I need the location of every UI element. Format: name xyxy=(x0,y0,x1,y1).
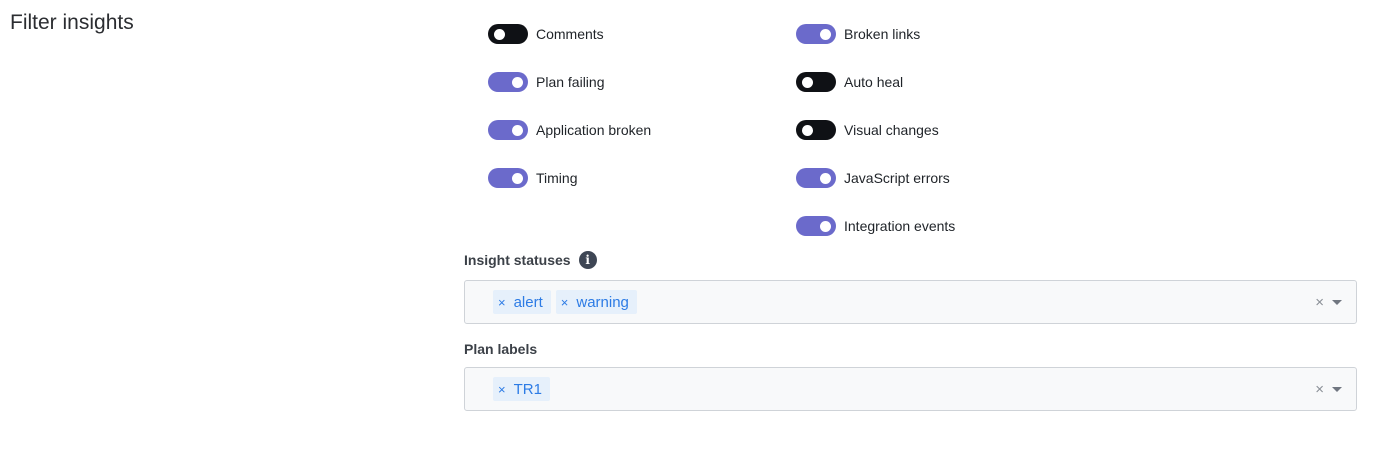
toggle-label: Timing xyxy=(536,170,578,186)
info-icon[interactable]: i xyxy=(578,251,597,269)
tag-label: alert xyxy=(513,293,543,311)
toggle-auto-heal[interactable]: Auto heal xyxy=(796,70,955,94)
insight-statuses-label-text: Insight statuses xyxy=(464,252,571,268)
toggle-javascript-errors[interactable]: JavaScript errors xyxy=(796,166,955,190)
toggle-label: Application broken xyxy=(536,122,652,138)
tag-label: warning xyxy=(576,293,629,311)
toggle-plan-failing[interactable]: Plan failing xyxy=(488,70,651,94)
toggle-switch[interactable] xyxy=(488,168,528,188)
tag-label: TR1 xyxy=(513,380,542,398)
plan-labels-label-text: Plan labels xyxy=(464,341,538,357)
toggle-label: Integration events xyxy=(844,218,956,234)
toggle-knob xyxy=(512,77,523,88)
toggle-integration-events[interactable]: Integration events xyxy=(796,214,955,238)
toggle-label: Comments xyxy=(536,26,604,42)
toggle-knob xyxy=(820,173,831,184)
toggle-switch[interactable] xyxy=(796,72,836,92)
toggle-application-broken[interactable]: Application broken xyxy=(488,118,651,142)
toggle-column-left: Comments Plan failing Application broken… xyxy=(488,22,651,214)
toggle-knob xyxy=(494,29,505,40)
clear-icon[interactable]: × xyxy=(1315,380,1324,398)
select-controls: × xyxy=(1315,281,1342,323)
toggle-knob xyxy=(512,173,523,184)
select-controls: × xyxy=(1315,368,1342,410)
plan-labels-label: Plan labels xyxy=(464,341,537,357)
toggle-switch[interactable] xyxy=(796,24,836,44)
toggle-knob xyxy=(802,125,813,136)
tag-alert: × alert xyxy=(493,290,551,314)
toggle-switch[interactable] xyxy=(796,168,836,188)
toggle-timing[interactable]: Timing xyxy=(488,166,651,190)
tag-warning: × warning xyxy=(555,290,637,314)
toggle-visual-changes[interactable]: Visual changes xyxy=(796,118,955,142)
tag-tr1: × TR1 xyxy=(493,377,550,401)
toggle-label: Broken links xyxy=(844,26,921,42)
toggle-switch[interactable] xyxy=(796,216,836,236)
page-title: Filter insights xyxy=(10,11,134,34)
toggle-switch[interactable] xyxy=(796,120,836,140)
insight-statuses-select[interactable]: × alert × warning × xyxy=(464,280,1357,324)
plan-labels-select[interactable]: × TR1 × xyxy=(464,367,1357,411)
toggle-knob xyxy=(820,29,831,40)
clear-icon[interactable]: × xyxy=(1315,293,1324,311)
toggle-broken-links[interactable]: Broken links xyxy=(796,22,955,46)
toggle-knob xyxy=(512,125,523,136)
toggle-label: Auto heal xyxy=(844,74,904,90)
remove-tag-icon[interactable]: × xyxy=(498,381,506,397)
toggle-column-right: Broken links Auto heal Visual changes Ja… xyxy=(796,22,955,262)
toggle-switch[interactable] xyxy=(488,24,528,44)
toggle-knob xyxy=(802,77,813,88)
chevron-down-icon[interactable] xyxy=(1332,386,1342,392)
toggle-label: Visual changes xyxy=(844,122,939,138)
chevron-down-icon[interactable] xyxy=(1332,299,1342,305)
remove-tag-icon[interactable]: × xyxy=(560,294,569,310)
toggle-label: JavaScript errors xyxy=(844,170,950,186)
toggle-switch[interactable] xyxy=(488,120,528,140)
toggle-switch[interactable] xyxy=(488,72,528,92)
toggle-knob xyxy=(820,221,831,232)
toggle-label: Plan failing xyxy=(536,74,605,90)
toggle-comments[interactable]: Comments xyxy=(488,22,651,46)
remove-tag-icon[interactable]: × xyxy=(498,294,506,310)
insight-statuses-label: Insight statuses i xyxy=(464,251,597,269)
